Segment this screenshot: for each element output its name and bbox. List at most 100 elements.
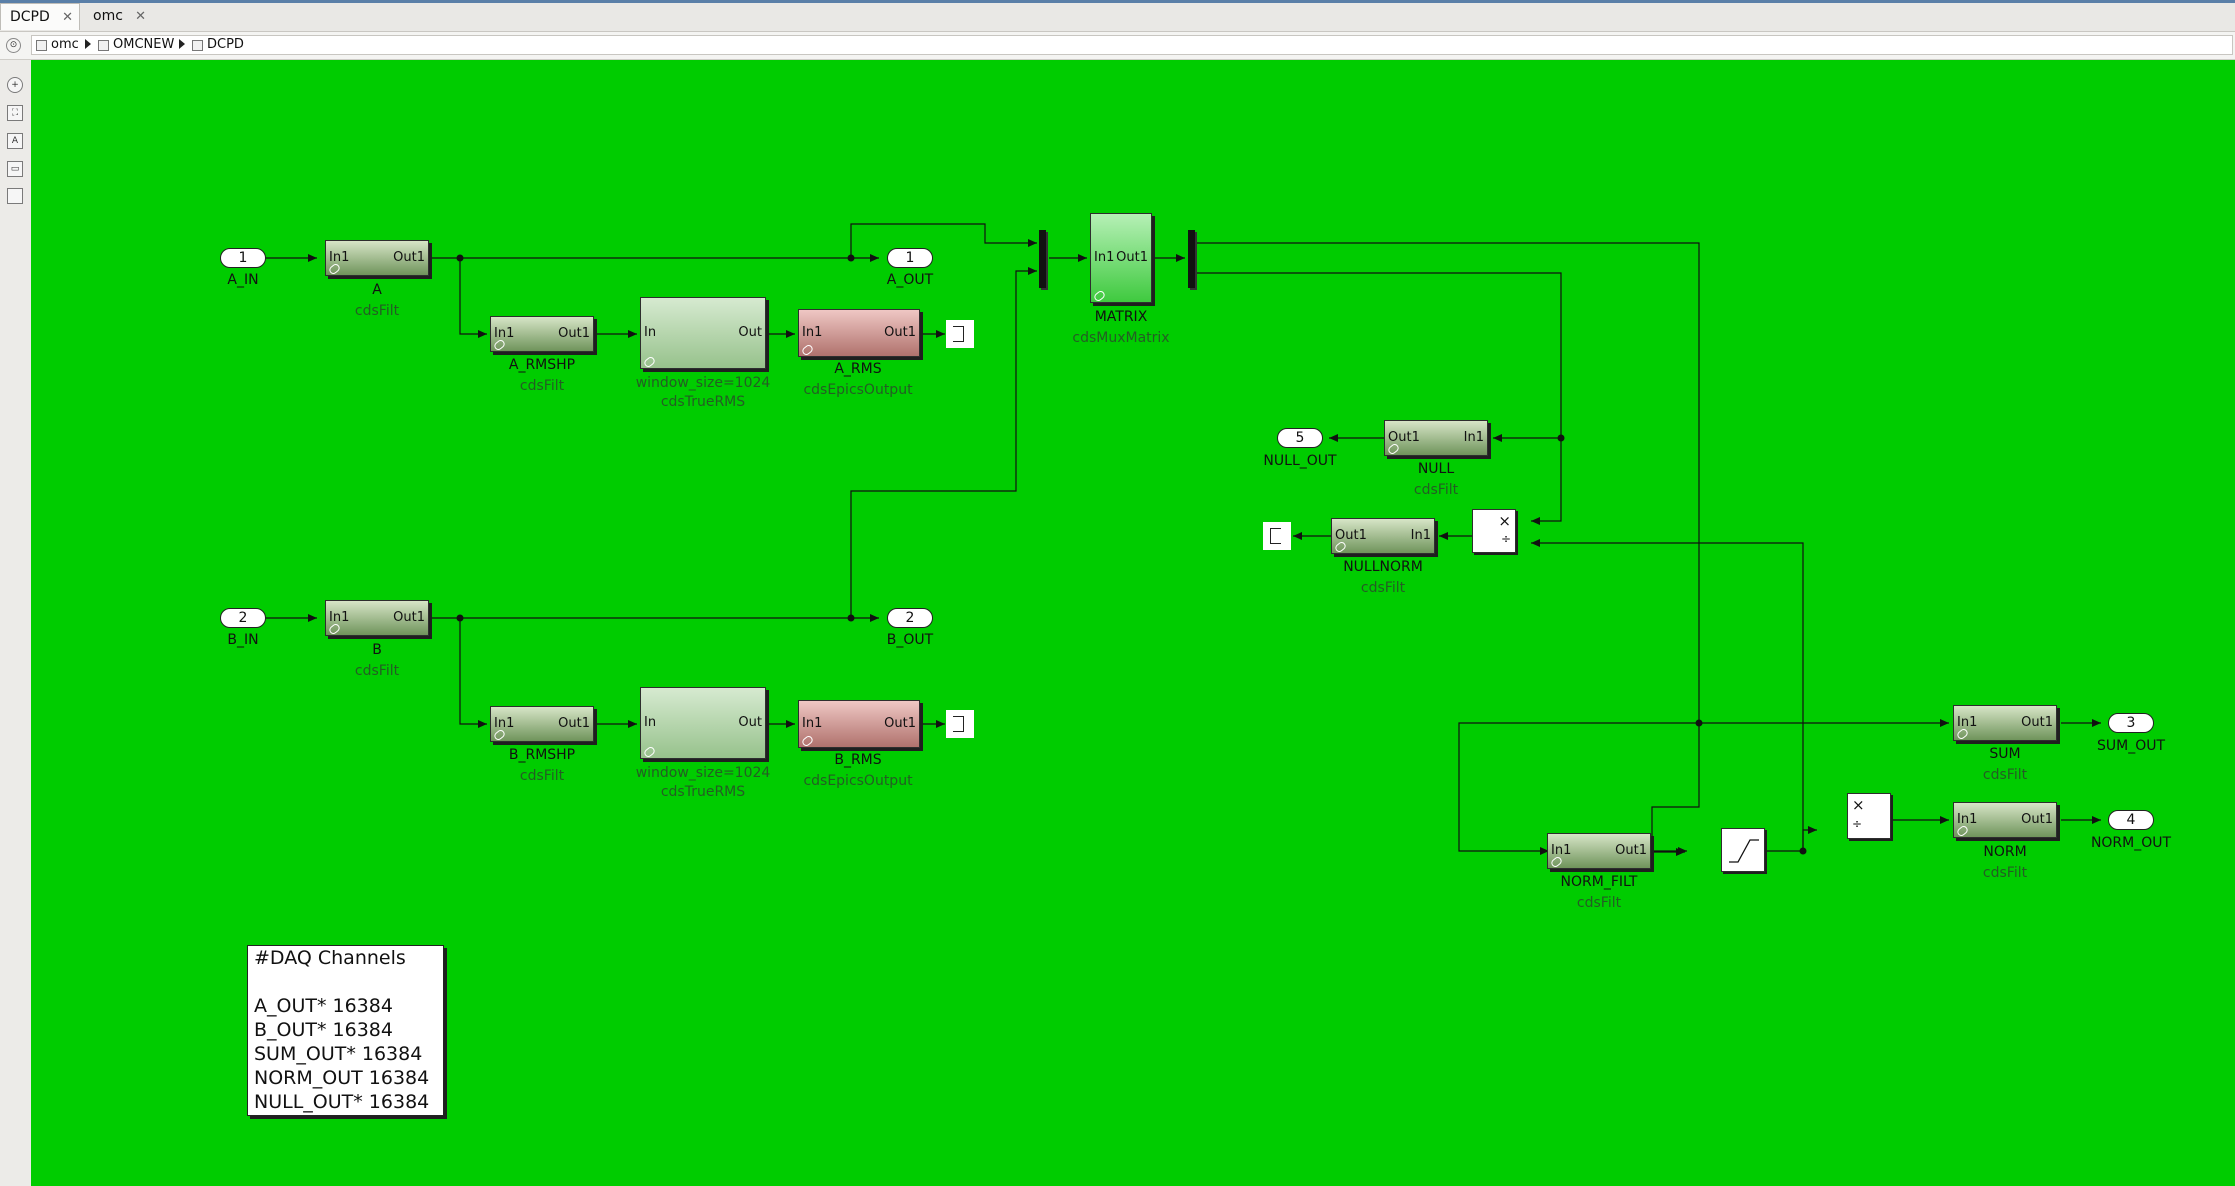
port-in-label: In1 xyxy=(1957,812,1978,827)
inport-b-in[interactable]: 2 xyxy=(220,608,266,628)
demux-block[interactable] xyxy=(1188,230,1195,288)
daq-note-line: SUM_OUT* 16384 xyxy=(254,1043,423,1065)
block-nullnorm-lib: cdsFilt xyxy=(1360,580,1406,596)
block-matrix[interactable]: In1 Out1 xyxy=(1090,213,1152,303)
block-norm-lib: cdsFilt xyxy=(1982,865,2028,881)
divide-icon: ÷ xyxy=(1852,817,1863,831)
saturation-block[interactable] xyxy=(1721,828,1765,872)
multiply-icon: × xyxy=(1852,796,1865,814)
image-icon[interactable]: ▭ xyxy=(7,161,23,177)
block-nullnorm[interactable]: Out1 In1 xyxy=(1331,518,1435,554)
block-a-truerms[interactable]: In Out xyxy=(640,297,766,369)
breadcrumb: omc OMCNEW DCPD xyxy=(31,35,2233,55)
signal-line xyxy=(1458,722,1699,855)
block-sum[interactable]: In1 Out1 xyxy=(1953,705,2057,741)
branch-point xyxy=(456,254,464,262)
tab-dcpd[interactable]: DCPD ✕ xyxy=(0,3,80,30)
fit-view-icon[interactable]: ⛶ xyxy=(7,105,23,121)
block-a-rms[interactable]: In1 Out1 xyxy=(798,309,920,357)
signal-line xyxy=(850,223,1037,258)
branch-point xyxy=(847,614,855,622)
block-b-truerms[interactable]: In Out xyxy=(640,687,766,759)
daq-note-spacer xyxy=(254,970,437,994)
terminator-b[interactable] xyxy=(946,710,974,738)
text-icon[interactable]: A xyxy=(7,133,23,149)
block-b[interactable]: In1 Out1 xyxy=(325,600,429,636)
daq-channels-note[interactable]: #DAQ Channels A_OUT* 16384 B_OUT* 16384 … xyxy=(247,945,444,1116)
daq-note-line: A_OUT* 16384 xyxy=(254,995,393,1017)
signal-line xyxy=(1197,242,1700,856)
zoom-icon[interactable]: + xyxy=(7,77,23,93)
block-sum-lib: cdsFilt xyxy=(1982,767,2028,783)
tab-omc[interactable]: omc ✕ xyxy=(84,3,152,30)
block-b-rms-name: B_RMS xyxy=(834,752,882,768)
breadcrumb-item-omc[interactable]: omc xyxy=(51,37,79,52)
block-b-rmshp[interactable]: In1 Out1 xyxy=(490,706,594,742)
block-a-rms-name: A_RMS xyxy=(834,361,882,377)
terminator-a[interactable] xyxy=(946,320,974,348)
block-nullnorm-name: NULLNORM xyxy=(1343,559,1423,575)
signal-lines xyxy=(265,223,2101,856)
library-link-icon xyxy=(642,745,657,759)
block-norm-filt-lib: cdsFilt xyxy=(1576,895,1622,911)
block-b-name: B xyxy=(372,642,382,658)
block-a-lib: cdsFilt xyxy=(354,303,400,319)
port-in-label: In1 xyxy=(1463,430,1484,445)
terminator-nullnorm[interactable] xyxy=(1263,522,1291,550)
inport-b-in-label: B_IN xyxy=(227,632,259,648)
breadcrumb-arrow-icon[interactable] xyxy=(85,39,91,49)
port-out-label: Out xyxy=(738,325,762,340)
product-block-norm[interactable]: × ÷ xyxy=(1847,793,1891,839)
port-in-label: In1 xyxy=(802,325,823,340)
block-null[interactable]: Out1 In1 xyxy=(1384,420,1488,456)
product-block-nullnorm[interactable]: × ÷ xyxy=(1472,509,1516,553)
port-in-label: In xyxy=(644,325,657,340)
breadcrumb-arrow-icon[interactable] xyxy=(179,39,185,49)
close-icon[interactable]: ✕ xyxy=(135,9,146,24)
block-norm[interactable]: In1 Out1 xyxy=(1953,802,2057,838)
saturation-icon xyxy=(1729,839,1759,863)
port-in-label: In1 xyxy=(1094,250,1115,265)
history-icon[interactable]: ⊙ xyxy=(6,38,21,53)
daq-note-line: B_OUT* 16384 xyxy=(254,1019,393,1041)
block-null-lib: cdsFilt xyxy=(1413,482,1459,498)
outport-a-out-label: A_OUT xyxy=(886,272,934,288)
block-a-rmshp[interactable]: In1 Out1 xyxy=(490,316,594,352)
inport-a-in[interactable]: 1 xyxy=(220,248,266,268)
block-b-lib: cdsFilt xyxy=(354,663,400,679)
signal-line xyxy=(1765,826,1817,852)
terminator-icon xyxy=(953,326,964,342)
close-icon[interactable]: ✕ xyxy=(62,10,73,25)
inport-a-in-label: A_IN xyxy=(227,272,259,288)
signal-line xyxy=(850,267,1037,618)
block-b-rmshp-name: B_RMSHP xyxy=(508,747,576,763)
block-b-rms[interactable]: In1 Out1 xyxy=(798,700,920,748)
daq-note-line: NULL_OUT* 16384 xyxy=(254,1091,430,1113)
port-out-label: Out1 xyxy=(2021,812,2053,827)
breadcrumb-item-omcnew[interactable]: OMCNEW xyxy=(113,37,175,52)
port-out-label: Out1 xyxy=(393,610,425,625)
outport-b-out[interactable]: 2 xyxy=(887,608,933,628)
block-norm-filt[interactable]: In1 Out1 xyxy=(1547,833,1651,869)
terminator-icon xyxy=(953,716,964,732)
port-out-label: Out1 xyxy=(884,325,916,340)
tab-strip: DCPD ✕ omc ✕ xyxy=(0,3,2235,32)
outport-sum-out[interactable]: 3 xyxy=(2108,713,2154,733)
outport-a-out[interactable]: 1 xyxy=(887,248,933,268)
block-a[interactable]: In1 Out1 xyxy=(325,240,429,276)
port-in-label: In1 xyxy=(329,250,350,265)
tab-label: DCPD xyxy=(10,9,50,25)
signal-line xyxy=(459,618,487,728)
breadcrumb-item-dcpd[interactable]: DCPD xyxy=(207,37,244,52)
mux-block[interactable] xyxy=(1039,230,1046,288)
checkbox-icon[interactable] xyxy=(7,188,23,204)
block-matrix-lib: cdsMuxMatrix xyxy=(1072,330,1170,346)
branch-point xyxy=(1695,719,1703,727)
block-norm-filt-name: NORM_FILT xyxy=(1560,874,1638,890)
window-top-border xyxy=(0,0,2235,3)
branch-point xyxy=(847,254,855,262)
outport-null-out[interactable]: 5 xyxy=(1277,428,1323,448)
outport-norm-out[interactable]: 4 xyxy=(2108,810,2154,830)
block-b-truerms-param: window_size=1024 xyxy=(635,765,771,781)
model-canvas[interactable]: 1 A_IN 2 B_IN In1 Out1 A cdsFilt In1 Out… xyxy=(31,60,2235,1186)
